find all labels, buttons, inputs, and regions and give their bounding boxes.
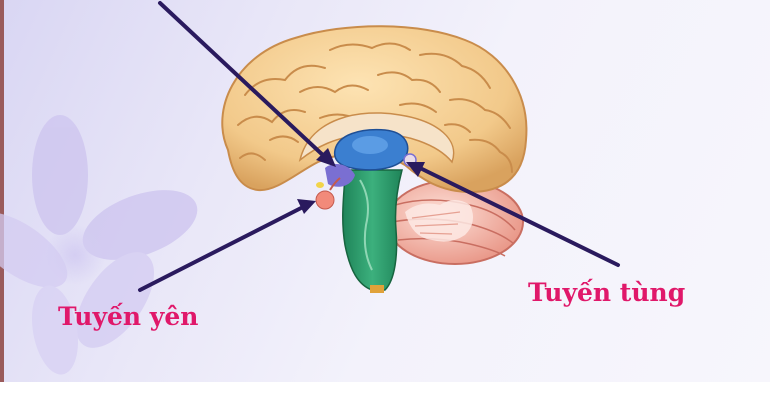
label-pineal-gland: Tuyến tùng [528,278,686,307]
cerebellum [386,179,524,265]
arrow-to-thalamus [158,1,328,160]
footer-strip [0,382,770,405]
hypothalamus [325,164,355,187]
cerebrum [221,25,528,194]
brainstem [342,169,403,293]
background-flower-decoration [0,115,198,375]
slide-left-border [0,0,4,382]
arrows [138,1,620,292]
arrow-to-pineal [416,165,620,267]
label-pituitary-gland: Tuyến yên [58,302,199,331]
thalamus [333,128,409,171]
pituitary-gland [315,177,341,210]
arrow-to-pituitary [138,204,307,292]
